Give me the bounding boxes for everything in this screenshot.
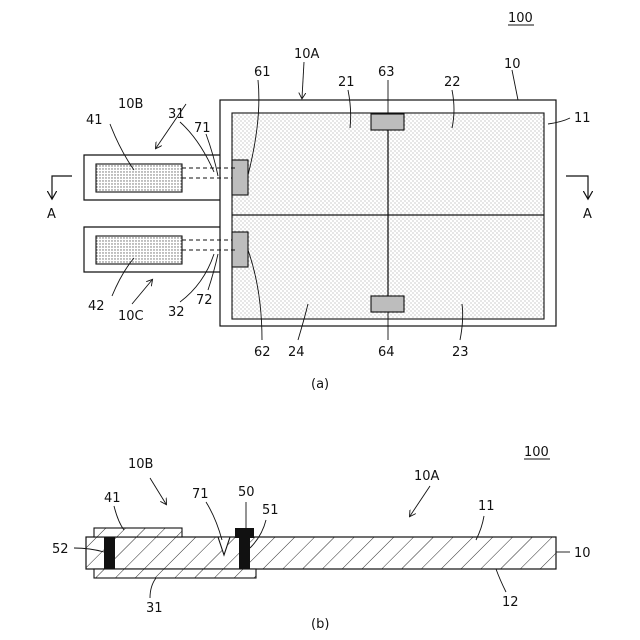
substrate-cross-section [86, 537, 556, 569]
section-arrow-right [566, 176, 588, 198]
label-10a: 10A [294, 47, 320, 62]
via-51 [239, 537, 250, 569]
terminal-41-section [94, 528, 182, 537]
leader-10 [512, 70, 518, 100]
leader-10a-b [410, 486, 430, 516]
label-10-b: 10 [574, 546, 591, 561]
section-label-right: A [583, 207, 592, 222]
terminal-41 [96, 164, 182, 192]
label-42: 42 [88, 299, 105, 314]
label-64: 64 [378, 345, 395, 360]
caption-a: (a) [311, 377, 329, 392]
label-10c: 10C [118, 309, 144, 324]
label-11-b: 11 [478, 499, 495, 514]
pad-62 [232, 232, 248, 267]
label-22: 22 [444, 75, 461, 90]
label-51-b: 51 [262, 503, 279, 518]
label-31: 31 [168, 107, 185, 122]
leader-41-b [114, 506, 124, 530]
label-23: 23 [452, 345, 469, 360]
label-52-b: 52 [52, 542, 69, 557]
label-32: 32 [168, 305, 185, 320]
label-41: 41 [86, 113, 103, 128]
label-10b: 10B [118, 97, 143, 112]
label-41-b: 41 [104, 491, 121, 506]
ref-100-b: 100 [524, 445, 549, 460]
label-63: 63 [378, 65, 395, 80]
ref-100-a: 100 [508, 11, 533, 26]
label-50-b: 50 [238, 485, 255, 500]
section-arrow-left [52, 176, 72, 198]
pad-64 [371, 296, 404, 312]
label-61: 61 [254, 65, 271, 80]
label-71: 71 [194, 121, 211, 136]
leader-71-b [206, 502, 222, 540]
label-10: 10 [504, 57, 521, 72]
leader-10b-b [150, 478, 166, 504]
figure-a: 100 A A [47, 11, 592, 392]
leader-12-b [496, 569, 506, 592]
section-label-left: A [47, 207, 56, 222]
label-62: 62 [254, 345, 271, 360]
pad-61 [232, 160, 248, 195]
label-10a-b: 10A [414, 469, 440, 484]
caption-b: (b) [311, 617, 329, 632]
via-52 [104, 537, 115, 569]
label-72: 72 [196, 293, 213, 308]
label-31-b: 31 [146, 601, 163, 616]
pad-50 [235, 528, 254, 538]
label-24: 24 [288, 345, 305, 360]
label-11: 11 [574, 111, 591, 126]
label-71-b: 71 [192, 487, 209, 502]
leader-11 [548, 118, 570, 124]
label-21: 21 [338, 75, 355, 90]
leader-41 [110, 124, 134, 170]
wire-31-section [94, 569, 256, 578]
figure-b: 100 10B 10A 41 71 50 51 11 52 10 31 12 [52, 445, 591, 632]
leader-10a [302, 62, 304, 98]
label-12-b: 12 [502, 595, 519, 610]
leader-31-b [150, 578, 156, 598]
label-10b-b: 10B [128, 457, 153, 472]
terminal-42 [96, 236, 182, 264]
pad-63 [371, 114, 404, 130]
leader-10c [132, 280, 152, 304]
